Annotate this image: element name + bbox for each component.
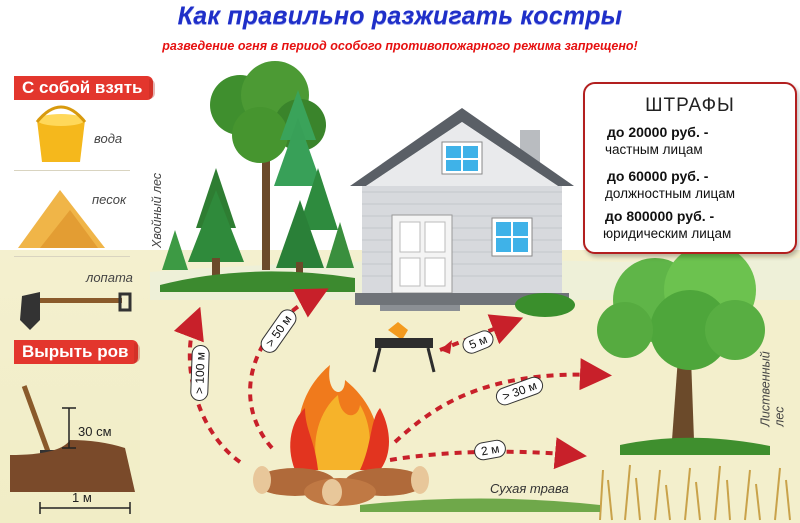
fines-header: ШТРАФЫ bbox=[645, 95, 735, 116]
fine-target: юридическим лицам bbox=[603, 226, 732, 241]
conifer-forest-label: Хвойный лес bbox=[150, 172, 164, 248]
page-title: Как правильно разжигать костры bbox=[177, 2, 623, 30]
dry-grass bbox=[599, 464, 791, 521]
house bbox=[350, 108, 574, 311]
distance-forest: > 100 м bbox=[190, 344, 210, 402]
warning-subtitle: разведение огня в период особого противо… bbox=[162, 39, 638, 53]
divider bbox=[14, 256, 130, 257]
item-label-shovel: лопата bbox=[86, 270, 133, 285]
fine-target: частным лицам bbox=[605, 142, 703, 157]
fine-amount: до 20000 руб. - bbox=[607, 124, 709, 140]
dry-grass-label: Сухая трава bbox=[490, 481, 569, 496]
tools bbox=[10, 105, 135, 514]
fine-target: должностным лицам bbox=[605, 186, 736, 201]
fine-amount: до 800000 руб. - bbox=[605, 208, 715, 224]
deciduous-forest-label: Лиственный лес bbox=[758, 351, 787, 427]
ditch-width: 1 м bbox=[72, 490, 92, 505]
take-with-header: С собой взять bbox=[14, 76, 154, 100]
ditch-depth: 30 см bbox=[78, 424, 112, 439]
fine-amount: до 60000 руб. - bbox=[607, 168, 709, 184]
divider bbox=[14, 170, 130, 171]
deciduous-tree bbox=[597, 244, 770, 455]
campfire bbox=[253, 365, 429, 506]
fines-panel: ШТРАФЫ до 20000 руб. - частным лицам до … bbox=[583, 82, 797, 254]
item-label-sand: песок bbox=[92, 192, 127, 207]
item-label-water: вода bbox=[94, 131, 123, 146]
ditch-header: Вырыть ров bbox=[14, 340, 141, 364]
conifer-forest bbox=[160, 61, 355, 292]
grill bbox=[372, 322, 436, 373]
